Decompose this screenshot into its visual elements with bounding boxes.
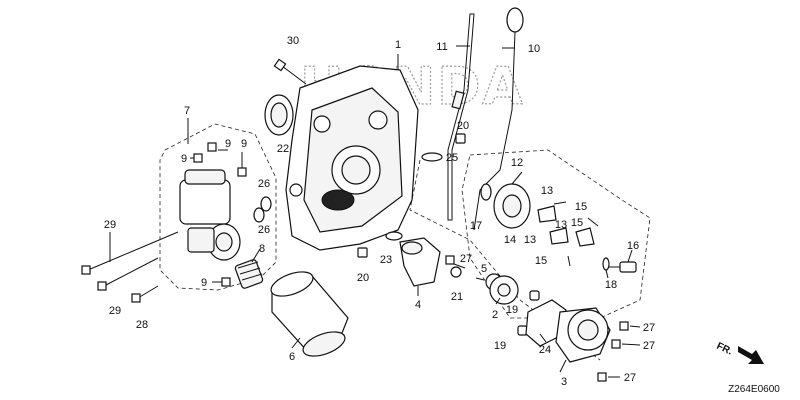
ball-21	[450, 266, 462, 278]
callout-27-c: 27	[643, 340, 655, 352]
callout-27-b: 27	[643, 322, 655, 334]
leader-lines	[109, 45, 641, 378]
callout-18: 18	[605, 279, 617, 291]
callout-15-a: 15	[575, 201, 587, 213]
callout-9-b: 9	[241, 138, 247, 150]
callout-13-c: 13	[555, 219, 567, 231]
dowel-pin-20-upper	[455, 133, 466, 144]
plug-9-a	[193, 153, 203, 163]
callout-12: 12	[511, 157, 523, 169]
callout-9-a: 9	[225, 138, 231, 150]
callout-4: 4	[415, 299, 421, 311]
callout-27-a: 27	[460, 253, 472, 265]
front-direction-label: FR.	[715, 341, 734, 358]
callout-13-a: 13	[541, 185, 553, 197]
callout-29-a: 29	[104, 219, 116, 231]
callout-20-a: 20	[457, 120, 469, 132]
bolt-28	[131, 285, 159, 303]
callout-19-a: 19	[506, 304, 518, 316]
pin-19-a	[529, 290, 540, 301]
callout-26-b: 26	[258, 224, 270, 236]
clip-23	[385, 231, 403, 241]
callout-15-b: 15	[571, 217, 583, 229]
bolt-29-b	[97, 257, 159, 291]
plug-9-d	[221, 277, 231, 287]
bolt-27-upper	[445, 255, 455, 265]
callout-26-a: 26	[258, 178, 270, 190]
dipstick-10	[473, 7, 524, 231]
plug-9-c	[237, 167, 247, 177]
shaft-16	[606, 261, 637, 273]
washer-26-b	[253, 207, 265, 223]
crankcase-cover-1	[285, 65, 419, 251]
oil-pickup-4	[399, 237, 441, 287]
callout-8: 8	[259, 243, 265, 255]
callout-28: 28	[136, 319, 148, 331]
weight-13-a	[537, 205, 557, 223]
washer-26-a	[260, 196, 272, 212]
callout-1: 1	[395, 39, 401, 51]
callout-25: 25	[446, 152, 458, 164]
oil-seal-22	[264, 94, 294, 136]
o-ring-25	[421, 152, 443, 162]
governor-gear-12	[493, 183, 531, 229]
callout-14: 14	[504, 234, 516, 246]
washer-17	[480, 183, 492, 201]
callout-27-d: 27	[624, 372, 636, 384]
callout-30: 30	[287, 35, 299, 47]
front-arrow-icon	[738, 346, 764, 364]
front-direction-indicator: FR.	[715, 341, 764, 364]
strainer-8	[234, 259, 264, 289]
pump-assembly-7	[179, 169, 241, 261]
callout-19-b: 19	[494, 340, 506, 352]
oil-filter-6	[270, 271, 349, 357]
weight-13-b	[549, 227, 569, 245]
group-outline-12	[461, 149, 651, 319]
callout-23: 23	[380, 254, 392, 266]
rotor-2	[489, 275, 519, 305]
callout-20-b: 20	[357, 272, 369, 284]
callout-16: 16	[627, 240, 639, 252]
callout-2: 2	[492, 309, 498, 321]
callout-17: 17	[470, 220, 482, 232]
bolt-27-r3	[597, 372, 607, 382]
callout-21: 21	[451, 291, 463, 303]
callout-3: 3	[561, 376, 567, 388]
weight-13-c	[575, 227, 595, 247]
pin-15-c	[567, 255, 571, 267]
dipstick-tube-11	[447, 13, 475, 221]
callout-11: 11	[436, 41, 447, 53]
pin-15-b	[587, 217, 599, 227]
callout-6: 6	[289, 351, 295, 363]
callout-22: 22	[277, 143, 289, 155]
bolt-30	[273, 58, 307, 85]
callout-9-d: 9	[201, 277, 207, 289]
callout-15-c: 15	[535, 255, 547, 267]
bolt-29-a	[81, 231, 179, 275]
diagram-code: Z264E0600	[728, 384, 780, 395]
plug-9-b	[207, 142, 217, 152]
bolt-27-r2	[611, 339, 621, 349]
callout-13-b: 13	[524, 234, 536, 246]
callout-29-b: 29	[109, 305, 121, 317]
callout-10: 10	[528, 43, 540, 55]
pump-gear-3	[555, 307, 611, 363]
washer-18	[602, 257, 610, 271]
bolt-27-r1	[619, 321, 629, 331]
callout-7: 7	[184, 105, 190, 117]
callout-24: 24	[539, 344, 551, 356]
pin-15-a	[553, 201, 567, 205]
callout-5: 5	[481, 263, 487, 275]
callout-labels: 1 2 3 4 5 6 7 8 9 9 9 9 10 11 12 13 13 1…	[104, 35, 655, 388]
dowel-pin-20-lower	[357, 247, 368, 258]
callout-9-c: 9	[181, 153, 187, 165]
